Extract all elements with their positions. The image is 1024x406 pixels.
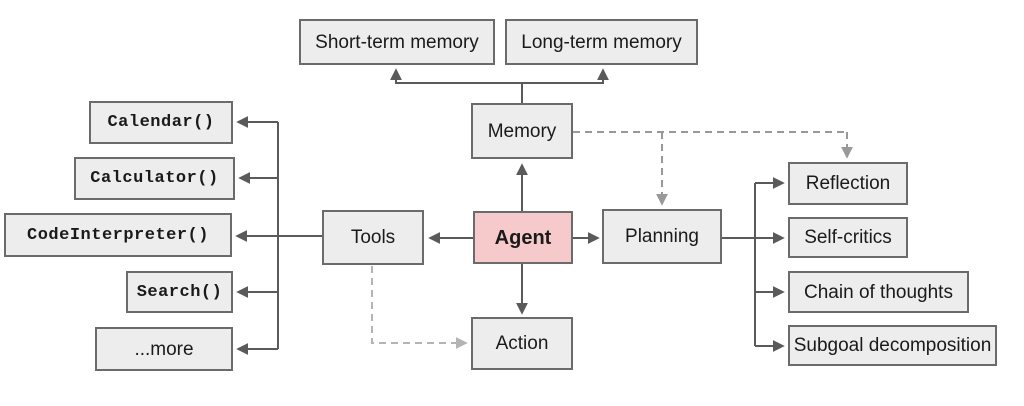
node-calendar: Calendar() [89, 101, 233, 144]
node-search: Search() [126, 271, 233, 313]
node-label: Chain of thoughts [804, 281, 953, 303]
node-label: Memory [487, 120, 557, 142]
node-reflection: Reflection [788, 162, 908, 205]
node-code-interpreter: CodeInterpreter() [4, 213, 232, 257]
node-chain-of-thoughts: Chain of thoughts [788, 271, 969, 313]
edge-tools-action-dashed [371, 266, 468, 349]
node-planning: Planning [602, 209, 722, 264]
node-label: Subgoal decomposition [793, 335, 992, 356]
node-label: Self-critics [804, 227, 892, 248]
node-label: Short-term memory [315, 31, 479, 53]
node-label: Action [495, 333, 549, 354]
node-memory: Memory [471, 103, 573, 159]
node-self-critics: Self-critics [788, 217, 908, 258]
node-label: Search() [136, 282, 223, 302]
node-label: Calculator() [90, 169, 219, 188]
node-label: Tools [350, 227, 396, 248]
edge-memory-short-term [390, 68, 523, 103]
node-agent: Agent [473, 211, 573, 264]
node-label: ...more [134, 338, 194, 360]
node-calculator: Calculator() [74, 157, 235, 200]
node-subgoal-decomposition: Subgoal decomposition [788, 325, 997, 366]
node-label: Calendar() [107, 113, 215, 132]
node-label: Reflection [805, 173, 891, 194]
edge-memory-long-term [522, 68, 609, 84]
node-short-term-memory: Short-term memory [299, 19, 495, 65]
node-label: Long-term memory [521, 31, 682, 53]
node-action: Action [471, 317, 573, 370]
node-label: Agent [494, 226, 552, 249]
node-label: CodeInterpreter() [27, 225, 209, 245]
node-tools: Tools [322, 210, 424, 265]
node-label: Planning [625, 226, 699, 247]
node-long-term-memory: Long-term memory [505, 19, 698, 65]
node-more: ...more [95, 327, 233, 371]
